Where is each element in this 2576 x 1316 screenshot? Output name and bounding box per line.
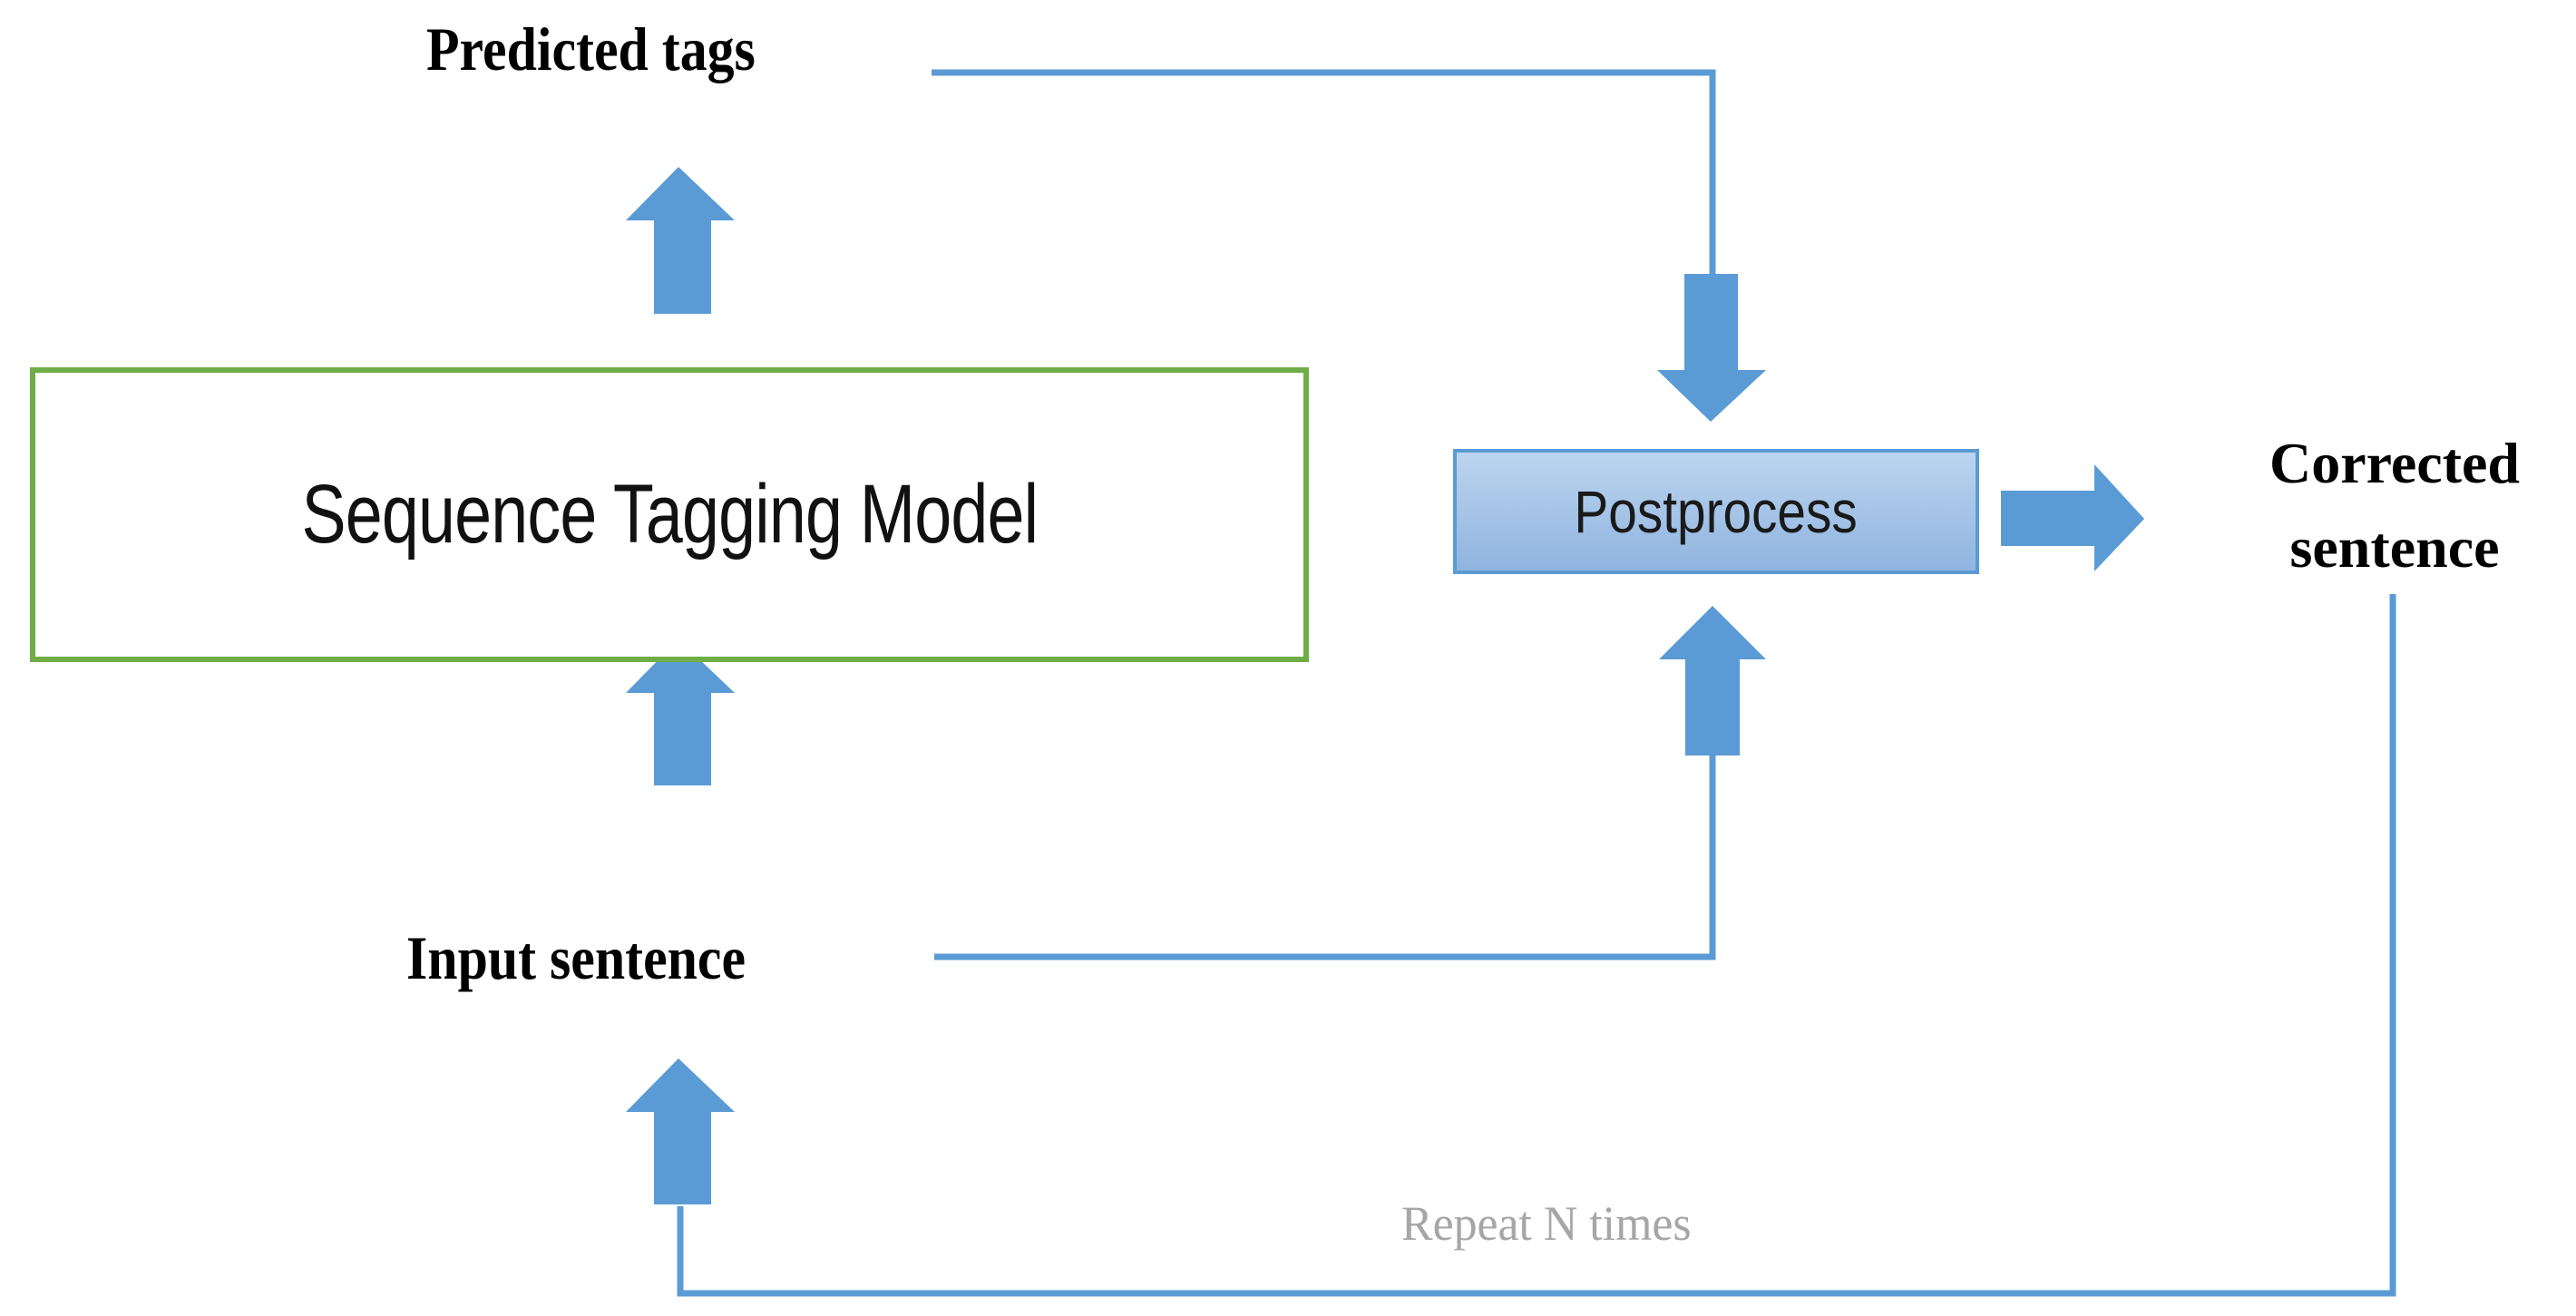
box-postprocess-label: Postprocess: [1574, 478, 1859, 545]
label-repeat-n-times: Repeat N times: [1401, 1196, 1692, 1251]
label-corrected-sentence-line2: sentence: [2289, 514, 2500, 580]
arrow-up-model-to-predicted-tags: [626, 167, 735, 314]
label-corrected-sentence-line1: Corrected: [2269, 431, 2520, 495]
arrow-up-loop-to-input-sentence: [626, 1058, 735, 1204]
label-corrected-sentence: Corrected sentence: [2213, 422, 2576, 590]
label-predicted-tags: Predicted tags: [426, 15, 756, 83]
box-postprocess: Postprocess: [1453, 449, 1979, 574]
connector-predicted-tags-to-postprocess: [932, 69, 1716, 281]
label-input-sentence: Input sentence: [406, 923, 746, 992]
arrow-up-input-to-model: [626, 639, 735, 785]
arrow-right-postprocess-to-corrected: [2001, 464, 2144, 571]
box-sequence-tagging-model: Sequence Tagging Model: [30, 367, 1309, 662]
box-sequence-tagging-model-label: Sequence Tagging Model: [301, 468, 1039, 561]
connector-input-sentence-to-postprocess: [934, 753, 1716, 960]
connector-feedback-loop: [677, 594, 2396, 1297]
arrow-down-into-postprocess: [1657, 274, 1766, 422]
arrow-up-into-postprocess: [1659, 606, 1766, 755]
